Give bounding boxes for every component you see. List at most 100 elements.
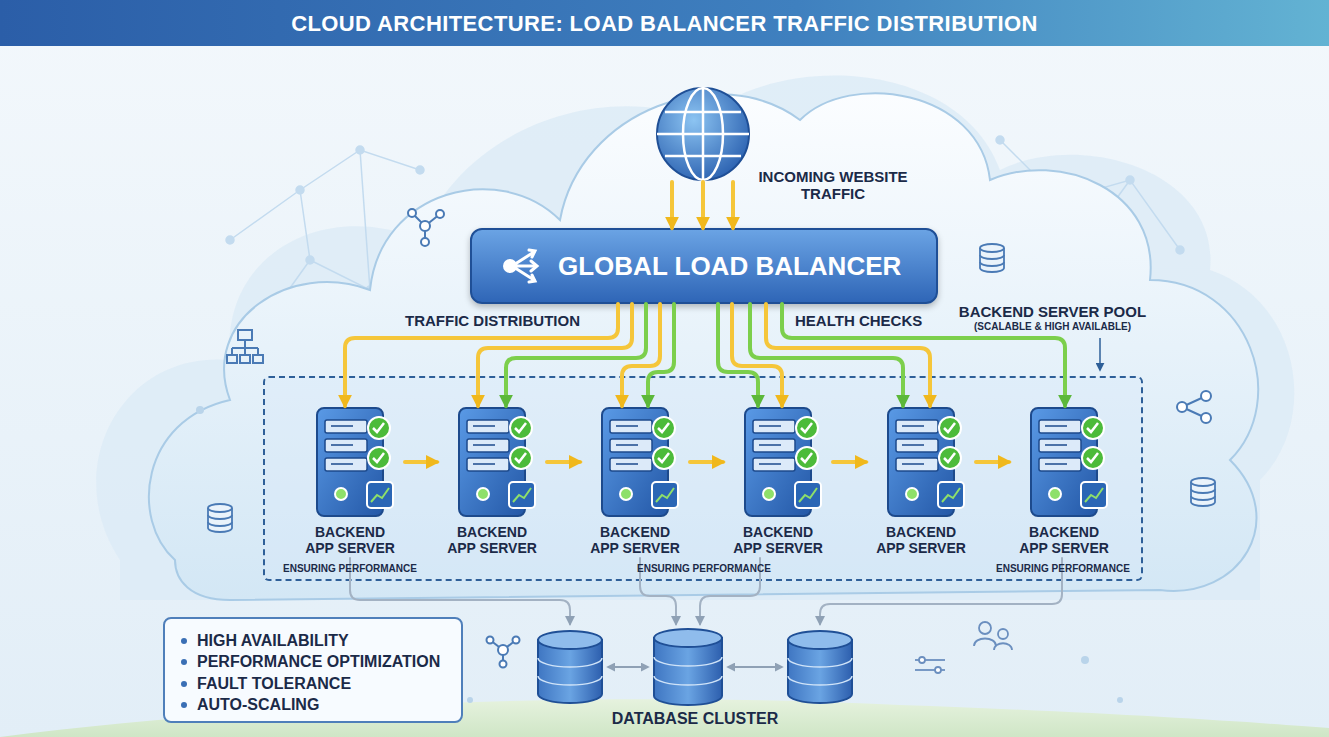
app-server-part-part-part: [1039, 439, 1081, 452]
people-icon: [974, 622, 1012, 650]
app-server-part-part: [799, 488, 817, 502]
feature-item: AUTO-SCALING: [197, 696, 319, 714]
app-server-part-part-part: [610, 420, 652, 433]
app-server-part-part: [325, 420, 367, 471]
app-server-part-part: [610, 420, 652, 471]
load-balancer-box-part: [486, 230, 556, 302]
app-server-part-part: [367, 482, 393, 508]
app-server-part-part-part: [801, 453, 812, 462]
decor-dot-part: [1081, 656, 1089, 664]
org-chart-icon-part: [253, 355, 263, 363]
org-chart-icon: [227, 330, 263, 363]
app-server-part-part-part: [902, 463, 924, 465]
app-server-part-part-part: [801, 423, 812, 432]
database-icon-part: [208, 504, 232, 512]
network-icon-part: [487, 637, 494, 644]
feature-item: HIGH AVAILABILITY: [197, 632, 349, 650]
network-lines-part: [416, 166, 424, 174]
app-server-part-part-part: [325, 420, 367, 433]
org-chart-icon-part: [238, 330, 252, 340]
database-icon-part: [1191, 489, 1215, 500]
server-label: BACKEND APP SERVER: [873, 524, 969, 556]
network-icon-part: [513, 637, 520, 644]
database-cylinder-part: [788, 658, 852, 685]
app-server: BACKEND APP SERVER: [723, 406, 833, 558]
app-server-part-part-part: [467, 458, 509, 471]
server-label: BACKEND APP SERVER: [444, 524, 540, 556]
app-server-part-part-part: [616, 463, 638, 465]
app-server-part-part-part: [1039, 420, 1081, 433]
share-icon-part: [1177, 402, 1187, 412]
app-server-part-part-part: [515, 423, 526, 432]
feature-row: AUTO-SCALING: [181, 695, 461, 717]
app-server-part-part-part: [325, 458, 367, 471]
app-server-part-part: [942, 488, 960, 502]
app-server-part-part-part: [653, 447, 675, 469]
org-chart-icon-part: [227, 355, 237, 363]
app-server-part-part: [938, 482, 964, 508]
database-cylinder: [538, 631, 602, 703]
app-server-part-part: [939, 417, 961, 469]
database-cylinder-part: [538, 658, 602, 685]
app-server-part-part-part: [510, 447, 532, 469]
app-server-part-part-part: [1087, 453, 1098, 462]
org-chart-icon-part: [232, 340, 258, 355]
internet-globe-part-part-part: [657, 133, 749, 136]
app-server-part-part-part: [944, 423, 955, 432]
internet-globe-part-part-part: [665, 112, 741, 156]
people-icon-part: [979, 622, 991, 634]
feature-list-box: HIGH AVAILABILITYPERFORMANCE OPTIMIZATIO…: [163, 617, 463, 723]
pool-pointer: [1099, 338, 1101, 370]
app-server-part-part: [653, 417, 675, 469]
app-server-part-part-part: [658, 453, 669, 462]
database-cylinder-part: [654, 638, 722, 705]
app-server-part-part-part: [753, 439, 795, 452]
app-server-part-part: [753, 420, 795, 471]
database-icon-part: [980, 255, 1004, 266]
database-cylinder: [788, 631, 852, 703]
app-server-part-part: [1039, 420, 1081, 471]
database-cylinder: [654, 629, 722, 705]
title-bar: [0, 0, 1329, 46]
app-server-part-part-part: [1039, 458, 1081, 471]
internet-globe-part-part: [657, 88, 749, 180]
app-server-part-part-part: [1045, 425, 1067, 427]
decor-dot-part: [196, 406, 204, 414]
app-server-part-part: [510, 417, 532, 469]
load-balancer-label: GLOBAL LOAD BALANCER: [558, 230, 901, 302]
app-server-part-part: [467, 420, 509, 471]
back-cloud: [96, 76, 1294, 600]
server-label: BACKEND APP SERVER: [1016, 524, 1112, 556]
network-icon-part: [498, 645, 508, 655]
replication-arrow: [728, 666, 782, 668]
network-icon-part: [500, 661, 507, 668]
app-server-part-part-part: [759, 463, 781, 465]
app-server-part-part: [652, 482, 678, 508]
app-server-part-part: [1049, 488, 1061, 500]
traffic-source-label: INCOMING WEBSITE TRAFFIC: [758, 168, 908, 202]
database-cylinder-part: [654, 657, 722, 685]
app-server-part-part: [1082, 417, 1104, 469]
app-server-part-part: [763, 488, 775, 500]
decor-dot-part: [1117, 697, 1123, 703]
app-server-part-part: [477, 488, 489, 500]
app-server-part-part-part: [902, 425, 924, 427]
database-cylinder-part: [538, 631, 602, 649]
app-server-part-part-part: [896, 420, 938, 433]
app-server-part-part: [620, 488, 632, 500]
database-icon-part: [1191, 478, 1215, 486]
app-server-part-part: [1085, 488, 1103, 502]
app-server-part-part: [902, 426, 924, 464]
bullet-dot: [181, 681, 187, 687]
pool-heading: (SCALABLE & HIGH AVAILABLE): [945, 321, 1160, 332]
slider-icon-part: [919, 657, 925, 663]
app-server-part-part-part: [944, 453, 955, 462]
app-server-part-part-part: [759, 425, 781, 427]
feature-item: FAULT TOLERANCE: [197, 675, 351, 693]
network-lines-part: [1176, 246, 1184, 254]
app-server: BACKEND APP SERVER: [580, 406, 690, 558]
people-icon-part: [994, 643, 1012, 650]
internet-globe-part: [655, 86, 751, 182]
